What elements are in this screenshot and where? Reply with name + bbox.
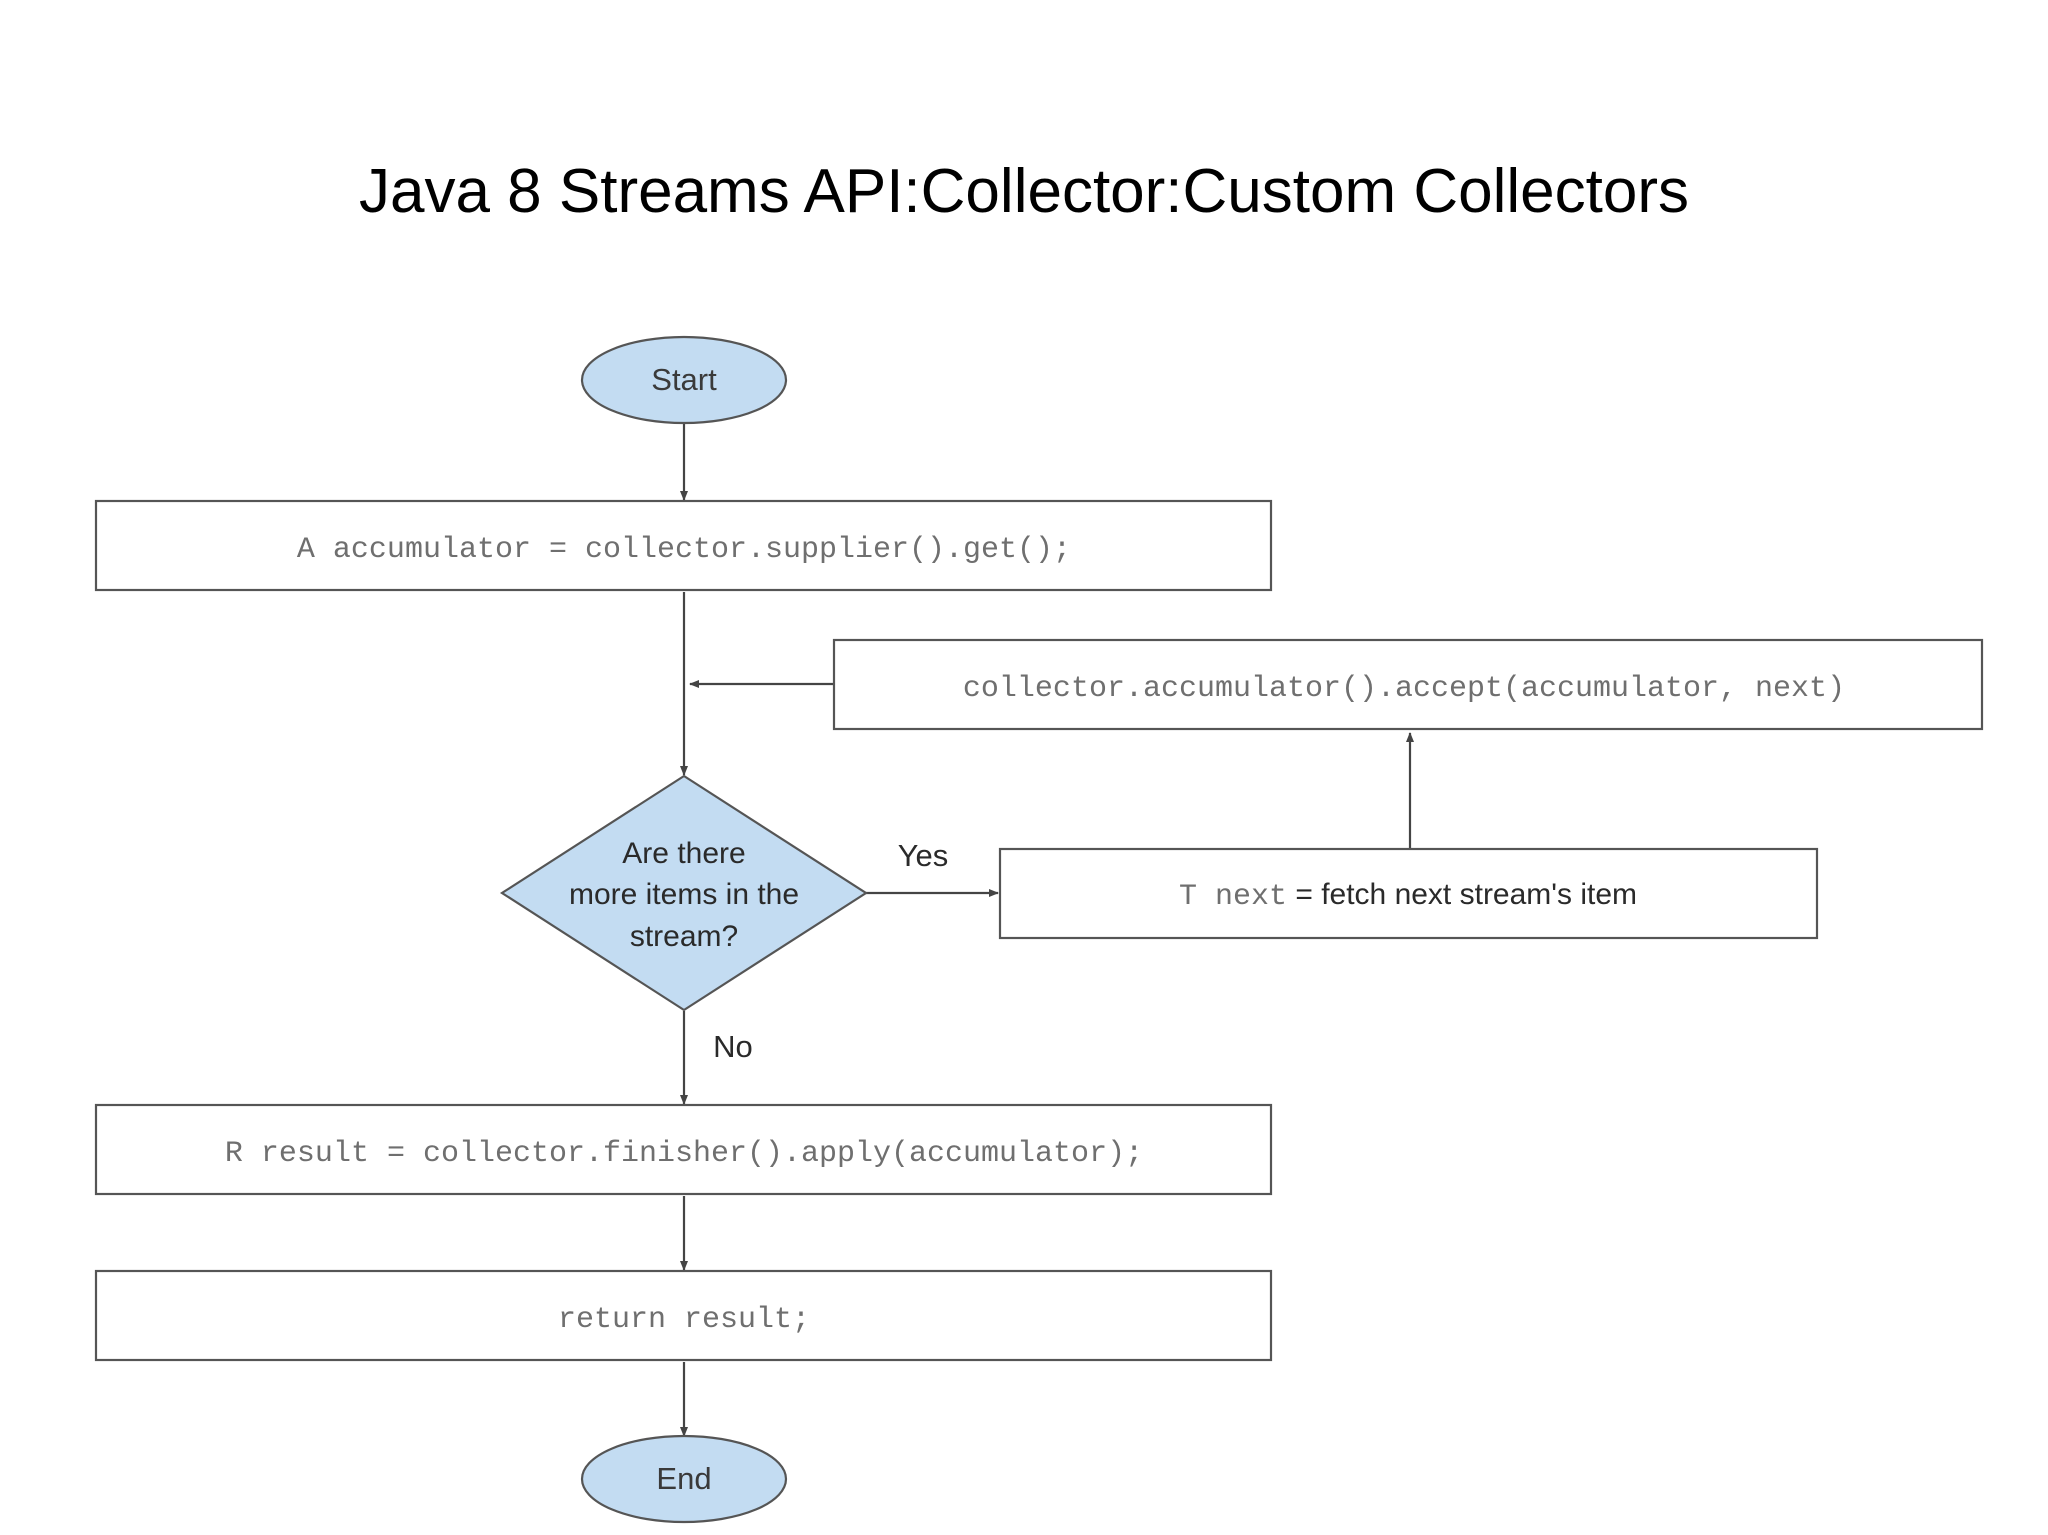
connectors <box>680 424 1414 1437</box>
supplier-rect <box>94 499 1273 592</box>
start-ellipse <box>580 335 788 425</box>
supplier-box: A accumulator = collector.supplier().get… <box>94 499 1273 592</box>
fetch-code: T next <box>1179 880 1287 914</box>
decision-line-2: more items in the <box>569 878 799 911</box>
accumulator-rect <box>832 638 1984 731</box>
finisher-code: R result = collector.finisher().apply(ac… <box>225 1137 1143 1171</box>
yes-label: Yes <box>898 838 949 873</box>
end-ellipse <box>580 1434 788 1524</box>
finisher-box: R result = collector.finisher().apply(ac… <box>94 1103 1273 1196</box>
fetch-box: T next = fetch next stream's item <box>998 847 1819 940</box>
finisher-rect <box>94 1103 1273 1196</box>
no-label: No <box>713 1029 753 1064</box>
decision-diamond <box>499 774 869 1012</box>
slide-title: Java 8 Streams API:Collector:Custom Coll… <box>358 157 1690 226</box>
end-node: End <box>580 1434 788 1524</box>
return-box: return result; <box>94 1269 1273 1362</box>
accumulator-code: collector.accumulator().accept(accumulat… <box>963 672 1845 706</box>
decision-line-1: Are there <box>622 837 745 870</box>
supplier-code: A accumulator = collector.supplier().get… <box>297 533 1071 567</box>
start-label: Start <box>651 362 717 397</box>
fetch-rect <box>998 847 1819 940</box>
decision-node: Are there more items in the stream? <box>499 774 869 1012</box>
start-node: Start <box>580 335 788 425</box>
accumulator-box: collector.accumulator().accept(accumulat… <box>832 638 1984 731</box>
return-code: return result; <box>558 1303 810 1337</box>
fetch-label: T next = fetch next stream's item <box>1179 878 1637 914</box>
end-label: End <box>656 1461 711 1496</box>
fetch-text: = fetch next stream's item <box>1287 878 1637 911</box>
return-rect <box>94 1269 1273 1362</box>
decision-line-3: stream? <box>630 920 738 953</box>
